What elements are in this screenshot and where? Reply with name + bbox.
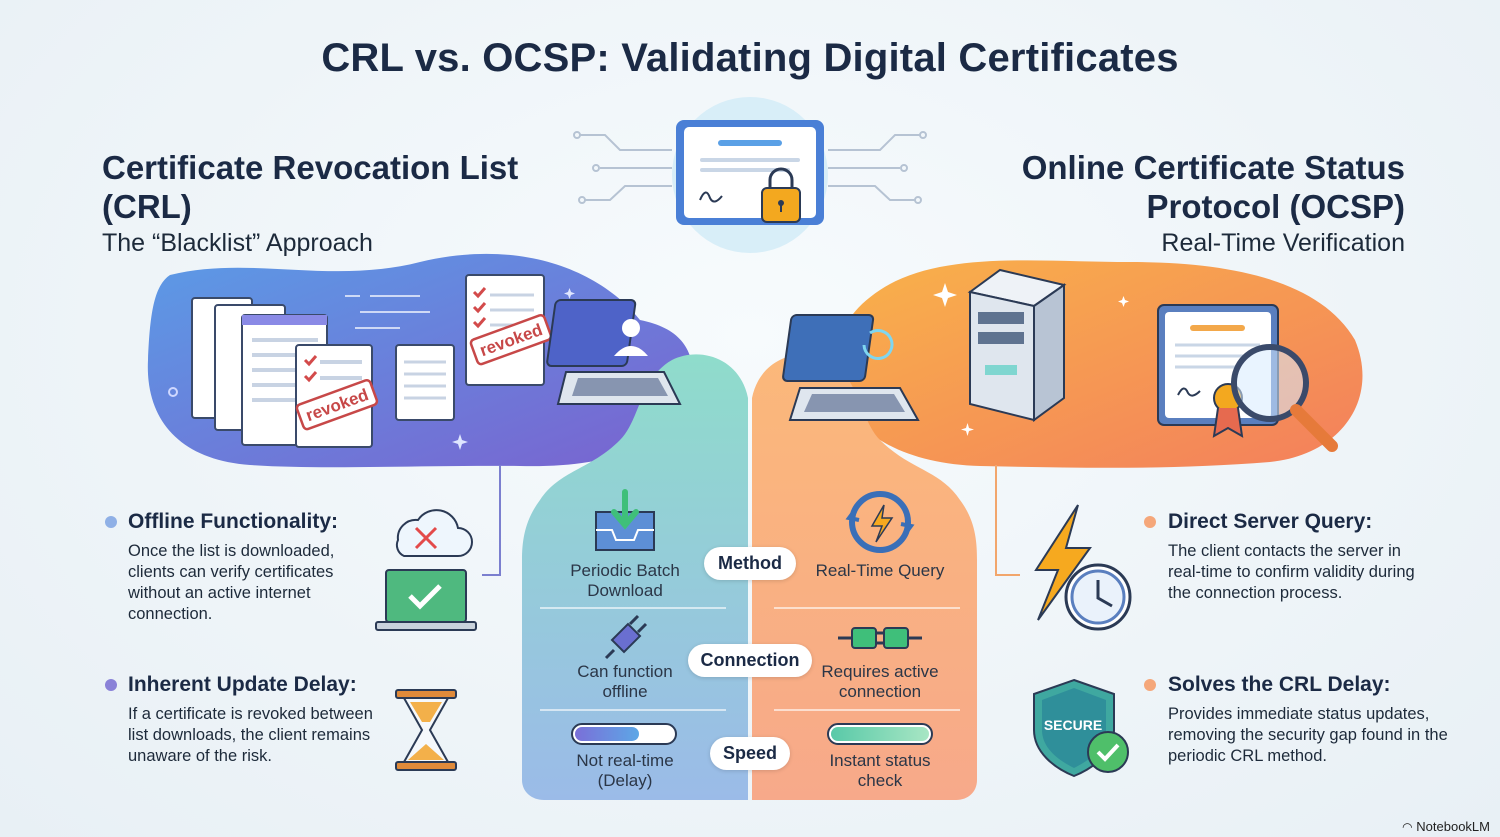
lightning-clock-icon — [1034, 504, 1132, 631]
ocsp-feature-text: The client contacts the server in real-t… — [1168, 542, 1415, 602]
row-label-connection: Connection — [688, 644, 812, 677]
connected-plug-icon — [838, 627, 922, 649]
server-icon — [967, 268, 1067, 422]
crl-feature-text: If a certificate is revoked between list… — [128, 705, 373, 765]
circuit-lines — [573, 131, 927, 204]
delay-progress-bar — [571, 723, 677, 745]
instant-progress-bar — [827, 723, 933, 745]
bullet — [1144, 679, 1156, 691]
sparkle-icon — [933, 283, 1129, 436]
crl-feature-heading: Inherent Update Delay: — [128, 673, 357, 696]
sparkle-icon — [452, 288, 575, 450]
certificate-magnifier-icon — [1157, 304, 1338, 452]
ocsp-feature-heading: Direct Server Query: — [1168, 510, 1373, 533]
ocsp-feature-text: Provides immediate status updates, remov… — [1168, 705, 1448, 765]
ocsp-title: Online Certificate Status Protocol (OCSP… — [1021, 149, 1405, 225]
row-label-speed: Speed — [710, 737, 790, 770]
comparison-dividers — [540, 607, 960, 711]
ocsp-laptop-icon — [782, 314, 920, 421]
bullet — [105, 679, 117, 691]
cloud-offline-laptop-icon — [375, 509, 477, 631]
crl-method-label: Periodic Batch Download — [570, 561, 680, 600]
ocsp-speed-label: Instant status check — [829, 751, 931, 790]
download-tray-icon — [595, 489, 655, 551]
branding: ◠ NotebookLM — [1402, 819, 1490, 834]
comparison-right-panel — [752, 354, 977, 800]
branding-text: NotebookLM — [1416, 819, 1490, 834]
crl-title: Certificate Revocation List (CRL) — [102, 149, 519, 225]
hourglass-icon — [395, 689, 457, 771]
crl-feature-heading: Offline Functionality: — [128, 510, 338, 533]
ocsp-subtitle: Real-Time Verification — [1161, 229, 1405, 257]
notebooklm-logo-icon: ◠ — [1402, 820, 1413, 834]
bullet — [105, 516, 117, 528]
secure-shield-icon: SECURE — [1033, 678, 1129, 778]
unplugged-plug-icon — [604, 614, 648, 660]
page-title: CRL vs. OCSP: Validating Digital Certifi… — [321, 36, 1179, 80]
crl-subtitle: The “Blacklist” Approach — [102, 229, 373, 257]
comparison-left-panel — [522, 354, 748, 800]
ocsp-connection-label: Requires active connection — [821, 662, 939, 701]
crl-speed-label: Not real-time (Delay) — [576, 751, 674, 790]
crl-connection-label: Can function offline — [577, 662, 673, 701]
bullet — [1144, 516, 1156, 528]
crl-laptop-user-icon — [546, 299, 682, 405]
realtime-query-icon — [845, 491, 915, 553]
crl-feature-text: Once the list is downloaded, clients can… — [128, 542, 335, 623]
row-label-method: Method — [704, 547, 796, 580]
certificate-lock-icon — [672, 97, 828, 253]
ocsp-method-label: Real-Time Query — [815, 561, 945, 580]
ocsp-feature-heading: Solves the CRL Delay: — [1168, 673, 1391, 696]
secure-badge-text: SECURE — [1044, 717, 1102, 733]
